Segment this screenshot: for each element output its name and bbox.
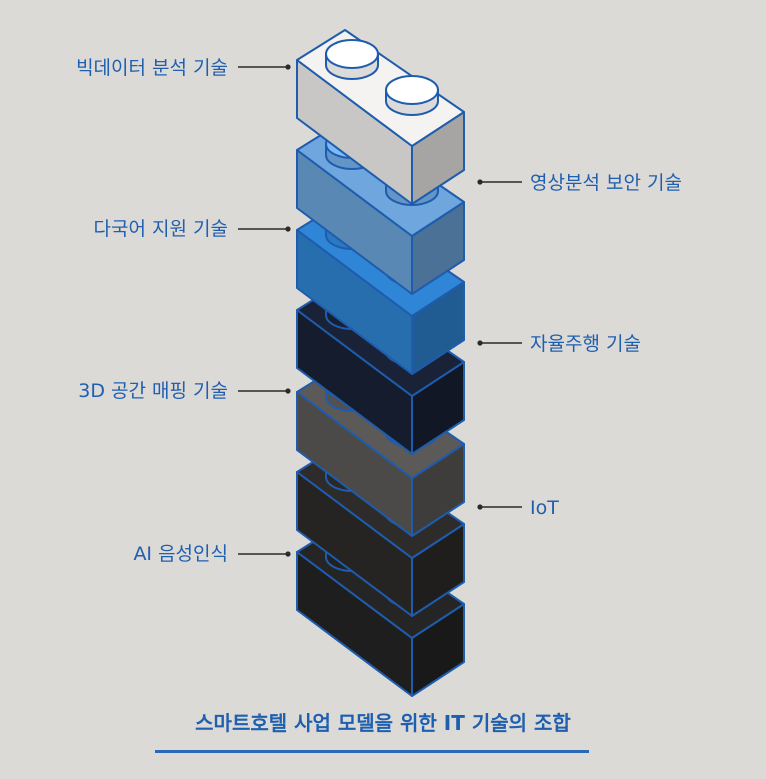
leader-bigdata-dot <box>285 64 291 70</box>
label-ai-voice: AI 음성인식 <box>133 543 228 565</box>
caption-underline <box>155 750 589 753</box>
leader-ai-voice-dot <box>285 551 291 557</box>
figure-caption: 스마트호텔 사업 모델을 위한 IT 기술의 조합 <box>195 711 571 735</box>
brick-bigdata-stud-front-top <box>385 75 439 105</box>
label-3d-mapping: 3D 공간 매핑 기술 <box>78 380 228 402</box>
label-multilingual: 다국어 지원 기술 <box>93 218 228 240</box>
label-bigdata: 빅데이터 분석 기술 <box>76 57 228 79</box>
leader-video-security-dot <box>477 179 483 185</box>
leader-autonomous-dot <box>477 340 483 346</box>
leader-3d-mapping-dot <box>285 388 291 394</box>
brick-bigdata-stud-back-top <box>325 39 379 69</box>
brick-bigdata <box>296 29 465 205</box>
label-autonomous: 자율주행 기술 <box>530 333 641 355</box>
label-video-security: 영상분석 보안 기술 <box>530 172 682 194</box>
leader-iot-dot <box>477 504 483 510</box>
leader-multilingual-dot <box>285 226 291 232</box>
label-iot: IoT <box>530 497 559 519</box>
